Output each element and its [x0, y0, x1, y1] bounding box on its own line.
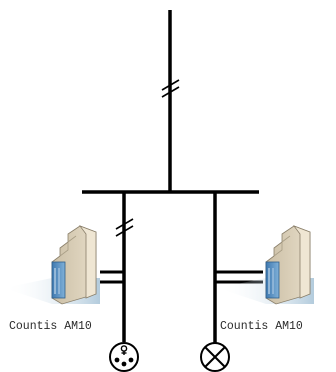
lamp-icon [200, 342, 230, 372]
device-label-left: Countis AM10 [9, 320, 92, 333]
energy-meter-icon [218, 225, 314, 305]
socket-outlet-icon [109, 342, 139, 372]
left-branch-two-phase-marker [115, 218, 134, 237]
incoming-feeder-two-phase-marker [161, 79, 180, 98]
left-meter-connection [100, 270, 124, 284]
energy-meter-icon [4, 225, 100, 305]
device-label-right: Countis AM10 [220, 320, 303, 333]
